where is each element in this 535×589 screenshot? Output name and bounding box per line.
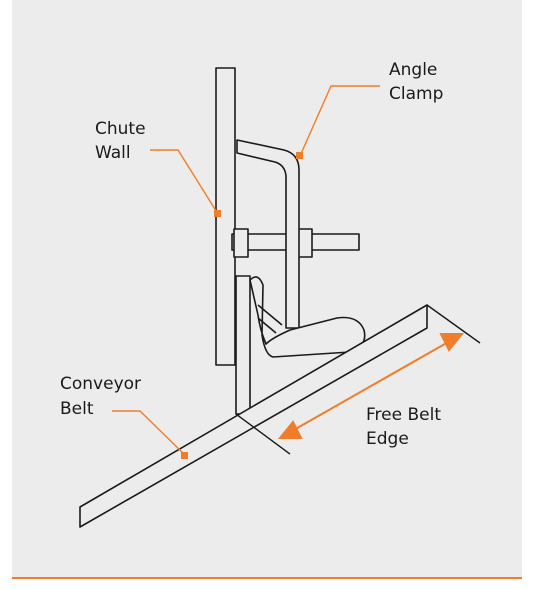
bolt-nut-right xyxy=(297,228,313,258)
wear-liner-fold xyxy=(257,304,283,334)
label-chute-wall-line2: Wall xyxy=(95,143,131,163)
label-chute-wall-line1: Chute xyxy=(95,119,146,139)
skirt-strip xyxy=(235,275,251,415)
free-edge-dimension-line xyxy=(291,340,451,432)
label-free-belt-edge-line1: Free Belt xyxy=(366,405,441,425)
angle-clamp xyxy=(236,139,300,329)
free-edge-extension-left xyxy=(235,413,291,455)
label-free-belt-edge-line2: Edge xyxy=(366,429,409,449)
free-edge-extension-right xyxy=(426,304,481,344)
diagram-panel xyxy=(12,0,522,579)
label-conveyor-belt-line2: Belt xyxy=(60,399,94,419)
chute-wall-marker xyxy=(214,210,221,217)
conveyor-belt-leader xyxy=(112,410,186,456)
angle-clamp-marker xyxy=(296,152,303,159)
label-angle-clamp-line1: Angle xyxy=(389,60,437,80)
label-angle-clamp-line2: Clamp xyxy=(389,84,443,104)
conveyor-belt xyxy=(79,304,428,528)
wear-liner-seal xyxy=(249,276,366,358)
angle-clamp-leader xyxy=(299,85,380,157)
chute-wall-leader xyxy=(150,149,219,215)
label-conveyor-belt-line1: Conveyor xyxy=(60,374,141,394)
free-edge-arrowhead-lower xyxy=(277,420,303,439)
free-edge-arrowhead-upper xyxy=(439,333,465,352)
bolt-nut-left xyxy=(233,228,249,258)
conveyor-belt-marker xyxy=(181,452,188,459)
